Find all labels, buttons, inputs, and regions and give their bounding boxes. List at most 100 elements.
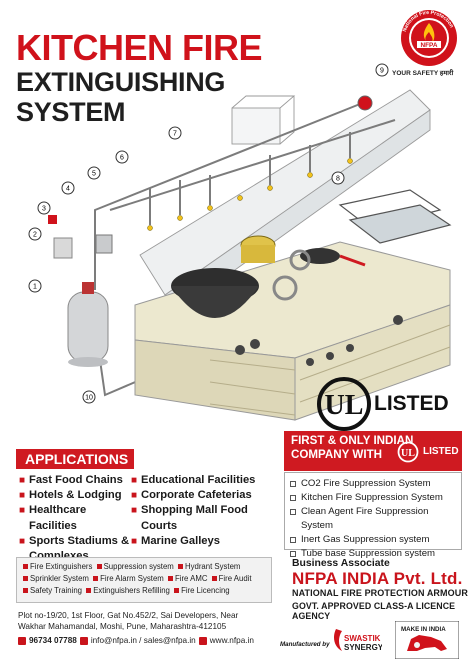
callout-2: 2 — [33, 232, 37, 239]
ul-listed-label: LISTED — [374, 392, 449, 415]
bullet-icon: ■ — [19, 535, 26, 547]
gas-valve — [357, 95, 373, 111]
ul-badge-icon: UL — [397, 441, 419, 463]
poster-title: KITCHEN FIRE EXTINGUISHING SYSTEM — [16, 27, 263, 127]
address: Plot no-19/20, 1st Floor, Gat No.452/2, … — [18, 611, 278, 632]
bullet-icon: ■ — [131, 535, 138, 547]
title-line-3: SYSTEM — [16, 97, 126, 127]
ul-mark-text: UL — [325, 390, 364, 421]
globe-icon — [198, 636, 207, 645]
square-bullet-icon — [93, 575, 99, 581]
phone-number[interactable]: 96734 07788 — [29, 636, 77, 645]
callout-1: 1 — [33, 284, 37, 291]
application-item: ■Corporate Cafeterias — [131, 488, 279, 503]
square-bullet-icon — [167, 575, 173, 581]
callout-6: 6 — [120, 155, 124, 162]
square-bullet-icon — [23, 587, 28, 593]
bullet-icon: ■ — [131, 505, 138, 517]
services-line-3: Safety Training Extinguishers Refilling … — [21, 585, 267, 597]
callout-10: 10 — [85, 395, 93, 402]
system-item: Inert Gas Suppression system — [290, 533, 461, 547]
services-box: Fire Extinguishers Suppression system Hy… — [16, 557, 272, 603]
svg-text:NFPA: NFPA — [421, 42, 438, 49]
callout-markers: 1 2 3 4 5 6 7 8 9 10 — [28, 63, 389, 404]
callout-9: 9 — [380, 68, 384, 75]
licence-text: GOVT. APPROVED CLASS-A LICENCE AGENCY — [292, 601, 456, 621]
checkbox-icon — [290, 551, 296, 558]
first-only-banner: FIRST & ONLY INDIAN COMPANY WITH — [284, 431, 462, 471]
title-line-1: KITCHEN FIRE — [16, 27, 263, 68]
checkbox-icon — [290, 537, 296, 544]
contact-line: 96734 07788 info@nfpa.in / sales@nfpa.in… — [18, 636, 254, 645]
checkbox-icon — [290, 481, 296, 487]
bullet-icon: ■ — [19, 505, 26, 517]
agent-cylinder — [67, 282, 109, 367]
ul-listed-mark: UL LISTED — [316, 376, 449, 436]
kitchen-system-illustration: 1 2 3 4 5 6 7 8 9 10 — [28, 63, 452, 421]
callout-8: 8 — [336, 176, 340, 183]
square-bullet-icon — [23, 575, 28, 581]
systems-list: CO2 Fire Suppression System Kitchen Fire… — [284, 472, 462, 559]
services-line-2: Sprinkler System Fire Alarm System Fire … — [21, 573, 267, 585]
swastik-synergy-logo: SWASTIK SYNERGY — [334, 629, 382, 652]
release-box — [95, 234, 113, 254]
square-bullet-icon — [211, 575, 217, 581]
pipe-network — [94, 99, 396, 397]
application-item: ■Marine Galleys — [131, 534, 279, 549]
callout-5: 5 — [92, 171, 96, 178]
callout-3: 3 — [42, 206, 46, 213]
application-item: ■Healthcare Facilities — [19, 503, 137, 533]
checkbox-icon — [290, 509, 296, 516]
bullet-icon: ■ — [19, 490, 26, 502]
system-item: Clean Agent Fire Suppression System — [290, 505, 461, 533]
system-item: CO2 Fire Suppression System — [290, 477, 461, 491]
website-link[interactable]: www.nfpa.in — [209, 636, 254, 645]
address-line-2: Wakhar Mahamandal, Moshi, Pune, Maharash… — [18, 621, 227, 631]
svg-text:UL: UL — [401, 448, 415, 459]
manual-pull-station — [48, 215, 57, 224]
ul-circle-icon: UL — [317, 377, 371, 431]
business-associate-label: Business Associate — [292, 558, 390, 569]
email-icon — [79, 636, 88, 645]
applications-column-2: ■Educational Facilities ■Corporate Cafet… — [131, 473, 279, 549]
square-bullet-icon — [174, 587, 180, 593]
nozzles — [147, 158, 353, 231]
bullet-icon: ■ — [131, 475, 138, 486]
bullet-icon: ■ — [19, 475, 26, 486]
application-item: ■Educational Facilities — [131, 473, 279, 488]
application-item: ■Fast Food Chains — [19, 473, 137, 488]
svg-text:SYNERGY: SYNERGY — [344, 643, 382, 652]
phone-icon — [18, 636, 26, 645]
system-item: Tube base Suppression system — [290, 547, 461, 561]
address-line-1: Plot no-19/20, 1st Floor, Gat No.452/2, … — [18, 611, 239, 620]
application-item: ■Shopping Mall Food — [131, 503, 279, 518]
square-bullet-icon — [96, 563, 102, 569]
square-bullet-icon — [86, 587, 92, 593]
ul-badge-label: LISTED — [423, 446, 459, 457]
cooking-range — [134, 189, 452, 421]
title-line-2: EXTINGUISHING — [16, 67, 226, 97]
logo-tagline: YOUR SAFETY हमारी — [392, 70, 454, 77]
square-bullet-icon — [23, 563, 28, 569]
company-subtitle: NATIONAL FIRE PROTECTION ARMOUR — [292, 588, 468, 598]
square-bullet-icon — [177, 563, 183, 569]
first-only-line-1: FIRST & ONLY INDIAN — [291, 434, 414, 447]
application-item: ■Hotels & Lodging — [19, 488, 137, 503]
applications-heading: APPLICATIONS — [16, 449, 134, 469]
system-item: Kitchen Fire Suppression System — [290, 491, 461, 505]
application-item-continued: Courts — [141, 519, 178, 532]
bullet-icon: ■ — [131, 490, 138, 502]
manufactured-by-label: Manufactured by — [280, 641, 330, 648]
first-only-line-2: COMPANY WITH — [291, 447, 383, 461]
application-item: ■Sports Stadiums & — [19, 534, 137, 549]
hood-frame — [139, 89, 431, 319]
svg-text:SWASTIK: SWASTIK — [344, 634, 381, 643]
control-panel — [53, 237, 73, 259]
make-in-india-logo: MAKE IN INDIA — [395, 621, 459, 659]
email-link[interactable]: info@nfpa.in / sales@nfpa.in — [90, 636, 196, 645]
ul-listed-badge: UL LISTED — [396, 441, 459, 463]
services-line-1: Fire Extinguishers Suppression system Hy… — [21, 561, 267, 573]
applications-column-1: ■Fast Food Chains ■Hotels & Lodging ■Hea… — [19, 473, 137, 564]
company-name: NFPA INDIA Pvt. Ltd. — [292, 569, 463, 588]
svg-text:MAKE IN INDIA: MAKE IN INDIA — [401, 626, 446, 633]
